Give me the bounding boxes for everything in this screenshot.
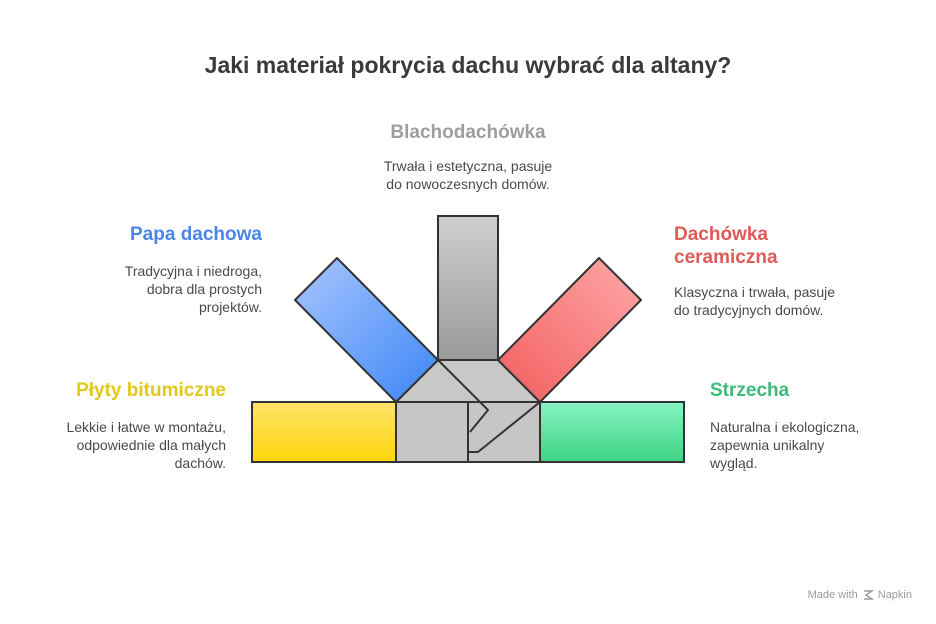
hub-left-block <box>395 401 469 463</box>
footer: Made with Napkin <box>808 589 912 601</box>
desc-papa: Tradycyjna i niedroga, dobra dla prostyc… <box>124 263 262 315</box>
page-title: Jaki materiał pokrycia dachu wybrać dla … <box>204 52 732 78</box>
heading-dachowka: Dachówka ceramiczna <box>674 224 778 268</box>
bar-dachowka <box>497 257 642 403</box>
bar-papa <box>294 257 439 403</box>
footer-made-with: Made with <box>807 589 858 601</box>
desc-strzecha: Naturalna i ekologiczna, zapewnia unikal… <box>710 419 860 471</box>
heading-blachodachowka: Blachodachówka <box>390 122 546 143</box>
desc-plyty: Lekkie i łatwe w montażu, odpowiednie dl… <box>66 419 226 471</box>
bar-strzecha <box>539 401 685 463</box>
hub <box>395 359 541 463</box>
hub-chevron <box>437 359 489 433</box>
heading-papa: Papa dachowa <box>130 224 262 245</box>
napkin-logo-icon <box>863 590 874 600</box>
footer-brand: Napkin <box>877 589 912 601</box>
heading-strzecha: Strzecha <box>710 380 790 401</box>
desc-blachodachowka: Trwała i estetyczna, pasuje do nowoczesn… <box>383 158 553 192</box>
bar-plyty <box>251 401 397 463</box>
heading-plyty: Płyty bitumiczne <box>76 380 226 401</box>
bar-blachodachowka <box>437 215 499 361</box>
desc-dachowka: Klasyczna i trwała, pasuje do tradycyjny… <box>674 284 836 318</box>
